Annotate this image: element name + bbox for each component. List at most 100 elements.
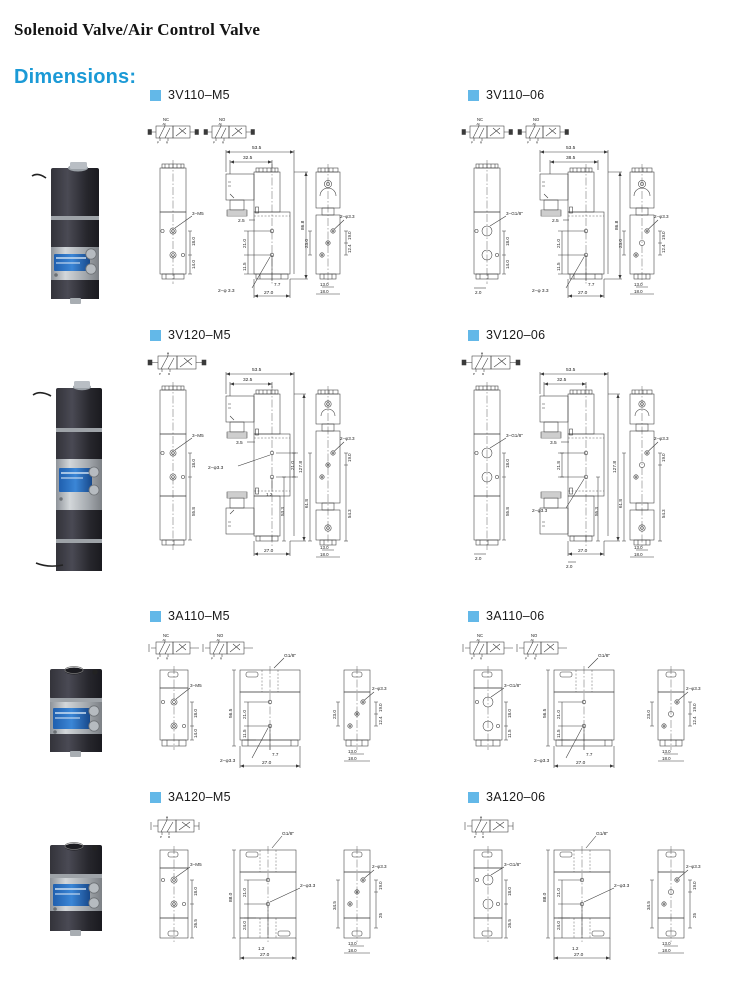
svg-text:21.0: 21.0 [242, 239, 247, 248]
svg-text:A: A [166, 815, 168, 819]
symbol-no: NO A P R [202, 633, 253, 661]
svg-text:NO: NO [531, 633, 538, 638]
svg-text:G1/8": G1/8" [284, 653, 296, 659]
svg-text:21.0: 21.0 [242, 710, 247, 719]
svg-text:2−φ3.3: 2−φ3.3 [340, 436, 355, 441]
svg-text:19.0: 19.0 [661, 453, 666, 462]
svg-text:A: A [477, 638, 479, 642]
svg-text:19.0: 19.0 [378, 703, 383, 712]
view-front: 3−M5 18.0 14.0 [159, 160, 204, 284]
drawing-3v110-m5: NC A P R NO A P R 3−M5 18.0 14.0 [147, 112, 355, 312]
svg-text:2−φ3.3: 2−φ3.3 [372, 686, 387, 691]
svg-text:R: R [482, 372, 485, 376]
svg-text:127.8: 127.8 [298, 461, 304, 473]
view-side-main: 53.5 32.5 86.8 2.5 21.0 11.5 7.7 2−φ 3.3… [218, 145, 308, 298]
svg-text:18.0: 18.0 [507, 709, 512, 718]
svg-text:NC: NC [477, 633, 483, 638]
svg-text:55.8: 55.8 [505, 507, 510, 516]
svg-text:55.3: 55.3 [594, 507, 599, 516]
symbol-nc: NC A P R [462, 633, 513, 661]
svg-text:A: A [167, 351, 169, 355]
symbol-nc: NC A P R [148, 633, 199, 661]
model-caption-3v110-m5: 3V110–M5 [150, 88, 230, 102]
model-caption-3v120-06: 3V120–06 [468, 328, 545, 342]
view-side-main: G1/8" 56.5 21.0 11.5 7.7 2−φ3.3 27.0 [220, 653, 301, 768]
svg-text:NC: NC [477, 117, 483, 122]
svg-text:27.0: 27.0 [578, 290, 588, 296]
svg-text:G1/8": G1/8" [598, 653, 610, 659]
model-label: 3A110–06 [486, 609, 545, 623]
svg-text:21.0: 21.0 [556, 239, 561, 248]
svg-text:18.0: 18.0 [320, 552, 329, 557]
model-caption-3a120-m5: 3A120–M5 [150, 790, 231, 804]
svg-text:NO: NO [219, 117, 226, 122]
svg-text:24.0: 24.0 [242, 921, 247, 930]
model-label: 3V110–06 [486, 88, 545, 102]
svg-text:18.0: 18.0 [662, 948, 671, 953]
svg-text:18.0: 18.0 [348, 948, 357, 953]
view-front: 3−G1/8" 18.0 14.0 2.0 [473, 160, 523, 295]
svg-text:2−φ3.3: 2−φ3.3 [686, 864, 701, 869]
svg-text:13.0: 13.0 [634, 282, 643, 287]
svg-text:27.0: 27.0 [260, 952, 270, 958]
svg-text:27.0: 27.0 [264, 290, 274, 296]
svg-text:53.5: 53.5 [252, 367, 262, 373]
svg-text:19.0: 19.0 [661, 231, 666, 240]
svg-text:R: R [480, 141, 483, 145]
symbol-no: NO A P R [203, 117, 255, 145]
view-front: 3−M5 18.0 14.0 [159, 666, 202, 750]
svg-text:23.0: 23.0 [332, 710, 337, 719]
svg-text:21.0: 21.0 [242, 888, 247, 897]
svg-text:2.0: 2.0 [566, 564, 573, 569]
svg-text:R: R [536, 141, 539, 145]
svg-text:21.0: 21.0 [290, 461, 295, 470]
svg-text:18.0: 18.0 [505, 459, 510, 468]
model-caption-3v110-06: 3V110–06 [468, 88, 544, 102]
svg-text:3.5: 3.5 [236, 440, 243, 446]
symbol-nc: NC A P R [461, 117, 513, 145]
symbol-nc: NC A P R [147, 117, 199, 145]
view-right: 2−φ3.3 19.0 12.4 23.0 13.0 18.0 [646, 666, 701, 762]
svg-text:24.0: 24.0 [556, 921, 561, 930]
svg-text:14.0: 14.0 [191, 260, 196, 269]
svg-text:61.8: 61.8 [304, 499, 309, 508]
model-label: 3V120–M5 [168, 328, 231, 342]
svg-text:32.5: 32.5 [557, 377, 567, 383]
svg-text:R: R [166, 141, 169, 145]
svg-text:34.5: 34.5 [646, 901, 651, 910]
bullet-square-icon [468, 610, 479, 622]
symbol-double-solenoid: A P R [147, 351, 207, 376]
svg-text:2.5: 2.5 [238, 218, 245, 224]
drawing-3v110-06: NC A P R NO A P R 3−G1/8" 18.0 14.0 2.0 [461, 112, 669, 312]
svg-text:18.0: 18.0 [507, 887, 512, 896]
bullet-square-icon [468, 329, 479, 341]
view-right: 2−φ3.3 19.0 54.3 61.8 13.0 18.0 [618, 386, 669, 558]
svg-text:P: P [473, 372, 475, 376]
svg-text:2−φ3.3: 2−φ3.3 [300, 883, 316, 889]
section-heading: Dimensions: [14, 66, 137, 88]
svg-text:18.0: 18.0 [193, 709, 198, 718]
svg-text:18.0: 18.0 [193, 887, 198, 896]
svg-text:NC: NC [163, 633, 169, 638]
model-caption-3a120-06: 3A120–06 [468, 790, 545, 804]
svg-text:86.8: 86.8 [300, 220, 306, 230]
bullet-square-icon [150, 329, 161, 341]
svg-text:23.0: 23.0 [304, 239, 309, 248]
view-front: 3−M5 18.0 55.8 [159, 382, 204, 550]
symbol-no: NO A P R [516, 633, 567, 661]
svg-text:86.8: 86.8 [614, 220, 620, 230]
svg-text:P: P [525, 657, 527, 661]
drawing-3a120-m5: A P R 3−M5 18.0 26.5 G1/8" 88.0 21 [148, 810, 398, 975]
svg-text:21.0: 21.0 [556, 888, 561, 897]
svg-text:P: P [157, 657, 159, 661]
svg-text:A: A [531, 638, 533, 642]
symbol-double-air-pilot: A P R [464, 815, 514, 839]
svg-text:R: R [480, 657, 483, 661]
view-right: 2−φ3.3 19.0 12.4 23.0 13.0 18.0 [304, 164, 355, 295]
svg-text:A: A [217, 638, 219, 642]
svg-text:2−φ 3.3: 2−φ 3.3 [218, 288, 235, 294]
svg-text:38.5: 38.5 [566, 155, 576, 161]
svg-text:P: P [471, 657, 473, 661]
view-side-main: 53.5 32.5 127.8 3.5 21.0 2−φ3.3 1.2 53.3… [208, 367, 306, 556]
svg-text:R: R [168, 835, 171, 839]
